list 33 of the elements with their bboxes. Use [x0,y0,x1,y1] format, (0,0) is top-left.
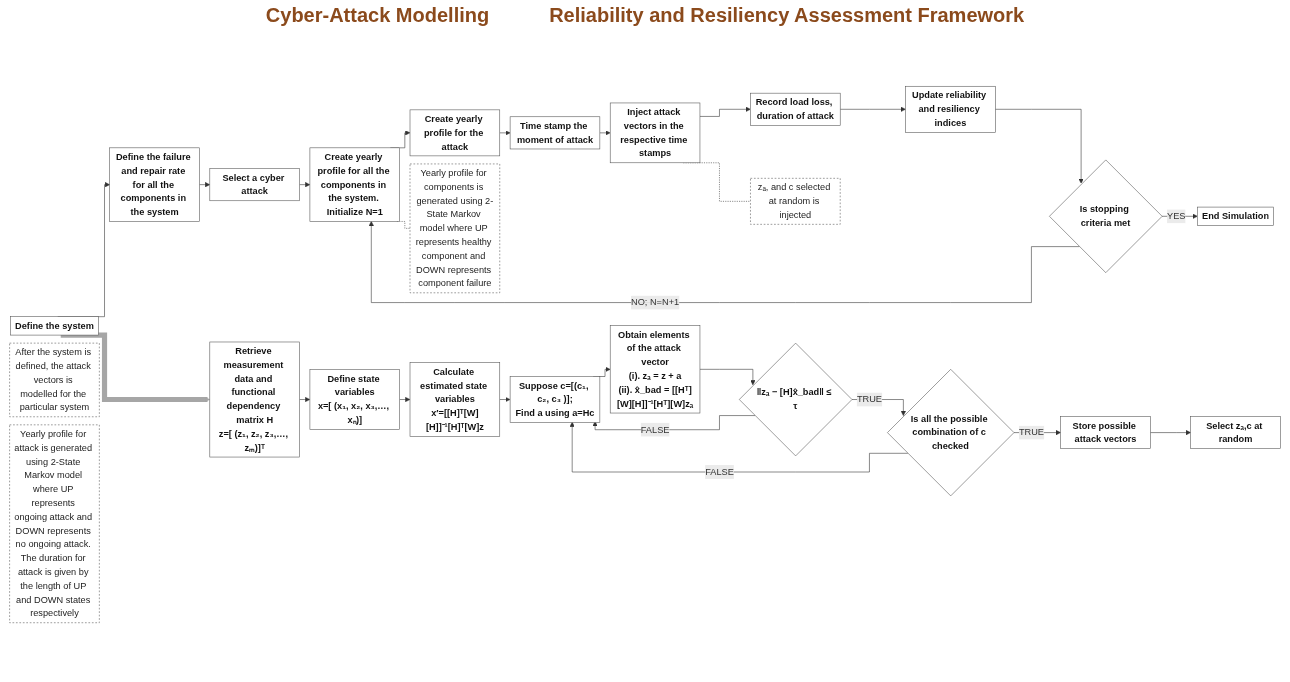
node-box: Update reliability and resiliency indices [905,85,996,133]
diagram-title: Cyber-Attack Modelling [265,4,490,27]
node-box: Retrieve measurement data and functional dependency matrix H z=[ (z₁, z₂, z₃,…, zₘ)]ᵀ [209,341,300,458]
node-box: Inject attack vectors in the respective time stamps [609,102,701,164]
arrow [60,332,211,403]
node-box: Select zₐ,c at random [1190,416,1281,449]
edge-label: TRUE [856,394,882,405]
edge-label: NO; N=N+1 [631,297,680,308]
node-box: Yearly profile for components is generated using 2-State Markov model where UP represents healthy component and DOWN represents component failure [409,163,501,294]
node-box: Create yearly profile for all the components in the system. Initialize N=1 [309,147,400,222]
node-box: Calculate estimated state variables x′=[[H]ᵀ[W][H]]⁻¹[H]ᵀ[W]z [409,362,501,437]
node-box: Select a cyber attack [209,168,300,202]
node-diamond: Is all the possible combination of c checked [887,369,1015,497]
edge-label: YES [1167,211,1186,221]
node-box: Store possible attack vectors [1060,416,1151,449]
node-box: After the system is defined, the attack vectors is modelled for the particular system [9,342,100,418]
node-diamond: Is stopping criteria met [1049,159,1163,273]
node-box: Define state variables x=[ (x₁, x₂, x₃,…, xₙ)] [309,369,400,430]
node-box: Yearly profile for attack is generated using 2-State Markov model where UP represents ongoing attack and DOWN represents no ongoing attack. The duration for attack is given by the length of UP and DOWN states respectively [9,424,100,623]
node-box: Create yearly profile for the attack [409,109,501,157]
node-box: Suppose c=[(c₁, c₂, c₃ )]; Find a using a=Hc [509,376,601,423]
node-diamond: ‖zₐ − [H]x̂_bad‖ ≤ τ [738,342,853,457]
node-box: Time stamp the moment of attack [509,116,601,150]
edge-label: TRUE [1018,427,1044,438]
node-box: zₐ, and c selected at random is injected [750,178,841,225]
edge-label: FALSE [705,466,734,477]
node-box: Obtain elements of the attack vector (i). zₐ = z + a (ii). x̂_bad = [[Hᵀ][W][H]]⁻¹[Hᵀ][W]zₐ [609,325,701,414]
edge-label: FALSE [640,424,670,435]
node-box: Define the system [10,316,99,336]
node-box: Define the failure and repair rate for all the components in the system [109,147,200,222]
node-box: Record load loss, duration of attack [750,92,841,126]
node-box: End Simulation [1197,206,1274,226]
section-heading: Reliability and Resiliency Assessment Framework [549,4,1025,27]
